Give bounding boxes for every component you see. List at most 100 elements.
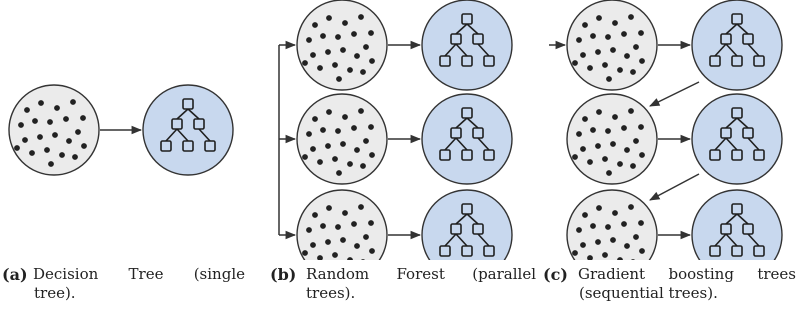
caption-c-line2: (sequential trees).: [579, 284, 718, 302]
caption-a-tag: (a): [2, 265, 28, 284]
scatter-dots-icon: [302, 14, 375, 82]
scatter-dots-icon: [302, 204, 375, 260]
tree-node-box: [204, 140, 216, 152]
data-point: [317, 255, 323, 260]
tree-structure-icon: [439, 203, 495, 257]
tree-branch: [725, 117, 738, 129]
tree-node-box: [753, 55, 765, 67]
tree-node-box: [731, 55, 743, 67]
tree-node-box: [483, 55, 495, 67]
data-point: [335, 34, 341, 40]
data-point: [605, 224, 611, 230]
data-point: [576, 227, 582, 233]
edge-layer: [100, 40, 700, 240]
data-point: [596, 109, 602, 115]
data-point: [612, 114, 618, 120]
panel-b-data-circle-2: [296, 93, 388, 185]
data-point: [32, 118, 38, 124]
tree-structure-icon: [709, 203, 765, 257]
data-point: [602, 62, 608, 68]
data-point: [576, 37, 582, 43]
tree-node-box: [450, 127, 462, 139]
data-point: [38, 100, 44, 106]
data-point: [70, 99, 76, 105]
data-point: [29, 150, 35, 156]
data-point: [312, 116, 318, 122]
data-point: [340, 141, 346, 147]
tree-branch: [714, 137, 727, 151]
tree-structure-icon: [709, 13, 765, 67]
data-point: [612, 20, 618, 26]
tree-node-box: [439, 55, 451, 67]
model-diagram: [8, 0, 783, 260]
tree-node-box: [720, 223, 732, 235]
tree-structure-icon: [160, 98, 216, 152]
data-point: [317, 65, 323, 71]
data-point: [580, 242, 586, 248]
tree-branch: [455, 117, 468, 129]
tree-node-box: [439, 149, 451, 161]
tree-branch: [725, 43, 738, 57]
tree-node-box: [461, 13, 473, 25]
data-point: [302, 154, 308, 160]
data-point: [602, 252, 608, 258]
data-point: [332, 156, 338, 162]
tree-node-box: [461, 107, 473, 119]
data-point: [624, 147, 630, 153]
data-point: [595, 143, 601, 149]
tree-node-box: [753, 245, 765, 257]
tree-node-box: [709, 149, 721, 161]
data-point: [326, 15, 332, 21]
panel-c-data-circle-3: [566, 189, 658, 260]
caption-b-line1: Random Forest (parallel: [306, 265, 536, 283]
data-point: [368, 30, 374, 36]
data-point: [638, 124, 644, 130]
data-point: [354, 147, 360, 153]
scatter-dots-icon: [14, 99, 87, 167]
tree-node-box: [731, 107, 743, 119]
data-point: [360, 69, 366, 75]
data-point: [351, 125, 357, 131]
data-point: [587, 159, 593, 165]
data-point: [590, 127, 596, 133]
data-point: [335, 224, 341, 230]
data-point: [306, 131, 312, 137]
data-point: [351, 31, 357, 37]
data-point: [354, 53, 360, 59]
data-point: [310, 146, 316, 152]
data-point: [639, 152, 645, 158]
tree-branch: [477, 233, 490, 247]
data-point: [368, 124, 374, 130]
data-point: [326, 109, 332, 115]
data-point: [596, 15, 602, 21]
tree-branch: [725, 137, 738, 151]
tree-branch: [736, 213, 749, 225]
tree-branch: [455, 43, 468, 57]
tree-node-box: [461, 245, 473, 257]
panel-a-data-circle: [8, 84, 100, 176]
data-point: [63, 116, 69, 122]
tree-node-box: [753, 149, 765, 161]
tree-branch: [714, 43, 727, 57]
tree-node-box: [450, 33, 462, 45]
data-point: [580, 146, 586, 152]
data-point: [335, 128, 341, 134]
data-point: [325, 49, 331, 55]
tree-branch: [477, 137, 490, 151]
data-point: [582, 22, 588, 28]
data-point: [325, 143, 331, 149]
data-point: [340, 47, 346, 53]
data-point: [369, 248, 375, 254]
tree-node-box: [461, 149, 473, 161]
tree-node-box: [742, 127, 754, 139]
panel-b-tree-circle-1: [421, 0, 513, 91]
tree-node-box: [472, 33, 484, 45]
panel-b-data-circle-1: [296, 0, 388, 91]
data-point: [310, 242, 316, 248]
tree-branch: [736, 117, 749, 129]
data-point: [624, 243, 630, 249]
data-point: [320, 33, 326, 39]
data-point: [47, 119, 53, 125]
caption-a-line2: tree).: [34, 284, 76, 302]
tree-branch: [444, 43, 457, 57]
